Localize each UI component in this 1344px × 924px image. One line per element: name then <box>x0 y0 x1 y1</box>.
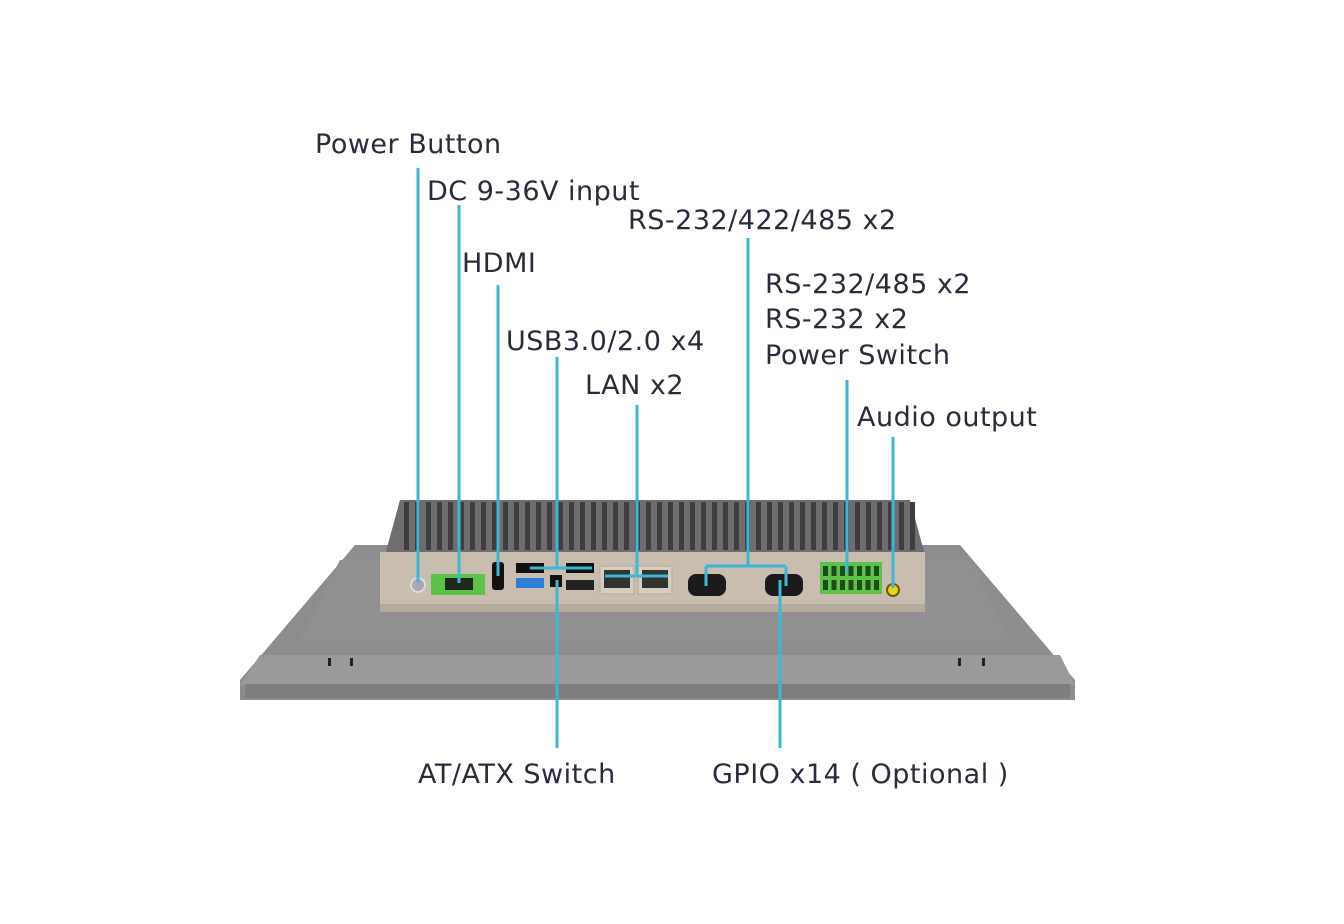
heatsink-fin <box>624 502 629 550</box>
gpio-pin <box>865 566 871 576</box>
gpio-pin <box>823 580 828 590</box>
heatsink-fin <box>723 502 728 550</box>
heatsink-fin <box>811 502 816 550</box>
heatsink-fin <box>888 502 893 550</box>
heatsink-fin <box>602 502 607 550</box>
heatsink-fin <box>679 502 684 550</box>
gpio-pin <box>848 580 854 590</box>
gpio-pin <box>840 566 845 576</box>
heatsink-fin <box>789 502 794 550</box>
heatsink-fin <box>459 502 464 550</box>
heatsink-fin <box>426 502 431 550</box>
gpio-pin <box>848 566 854 576</box>
leader-lan <box>605 405 668 578</box>
label-power-button: Power Button <box>315 129 502 160</box>
heatsink-fin <box>404 502 409 550</box>
heatsink-fin <box>767 502 772 550</box>
heatsink-fin <box>833 502 838 550</box>
heatsink-fin <box>778 502 783 550</box>
heatsink-fin <box>547 502 552 550</box>
heatsink-fin <box>701 502 706 550</box>
heatsink-fin <box>514 502 519 550</box>
heatsink-fin <box>910 502 915 550</box>
label-gpio: GPIO x14 ( Optional ) <box>712 759 1009 790</box>
heatsink-fin <box>690 502 695 550</box>
label-power-switch: Power Switch <box>765 340 950 371</box>
usb3-port <box>516 578 544 588</box>
heatsink-fin <box>855 502 860 550</box>
gpio-pin <box>831 580 837 590</box>
gpio-pin <box>857 580 862 590</box>
gpio-pin <box>823 566 828 576</box>
heatsink-fin <box>756 502 761 550</box>
heatsink-fin <box>646 502 651 550</box>
label-dc-input: DC 9-36V input <box>427 176 640 207</box>
gpio-pin <box>874 566 879 576</box>
leader-lines <box>416 168 895 748</box>
bezel-face <box>240 655 1075 685</box>
heatsink-fin <box>470 502 475 550</box>
heatsink-fin <box>877 502 882 550</box>
heatsink-fin <box>448 502 453 550</box>
heatsink-fin <box>734 502 739 550</box>
heatsink-fin <box>668 502 673 550</box>
label-at-atx-switch: AT/ATX Switch <box>418 759 616 790</box>
gpio-pin <box>840 580 845 590</box>
gpio-pin <box>831 566 837 576</box>
usb-port <box>566 580 594 590</box>
heatsink-fin <box>580 502 585 550</box>
heatsink-fin <box>822 502 827 550</box>
panel-pc-device <box>240 500 1075 700</box>
leader-rs232-422-485 <box>704 238 788 586</box>
heatsink-fin <box>899 502 904 550</box>
heatsink-fin <box>800 502 805 550</box>
heatsink-fin <box>492 502 497 550</box>
heatsink-fin <box>866 502 871 550</box>
label-hdmi: HDMI <box>462 248 536 279</box>
label-rs232-485: RS-232/485 x2 <box>765 269 971 300</box>
gpio-pin <box>865 580 871 590</box>
label-audio-output: Audio output <box>857 402 1037 433</box>
gpio-pins <box>823 566 879 590</box>
heatsink-fin <box>591 502 596 550</box>
leader-usb <box>530 357 592 570</box>
gpio-pin <box>857 566 862 576</box>
heatsink-fin <box>712 502 717 550</box>
heatsink-fin <box>525 502 530 550</box>
label-rs232: RS-232 x2 <box>765 304 908 335</box>
serial-port <box>765 574 803 596</box>
heatsink-fin <box>481 502 486 550</box>
heatsink-fin <box>536 502 541 550</box>
heatsink-fin <box>558 502 563 550</box>
gpio-pin <box>874 580 879 590</box>
heatsink-fin <box>503 502 508 550</box>
heatsink-fins <box>404 502 915 550</box>
heatsink-fin <box>657 502 662 550</box>
label-lan: LAN x2 <box>585 370 684 401</box>
label-usb: USB3.0/2.0 x4 <box>506 326 705 357</box>
heatsink-fin <box>569 502 574 550</box>
label-rs232-422-485: RS-232/422/485 x2 <box>628 205 897 236</box>
heatsink-fin <box>437 502 442 550</box>
heatsink-fin <box>613 502 618 550</box>
